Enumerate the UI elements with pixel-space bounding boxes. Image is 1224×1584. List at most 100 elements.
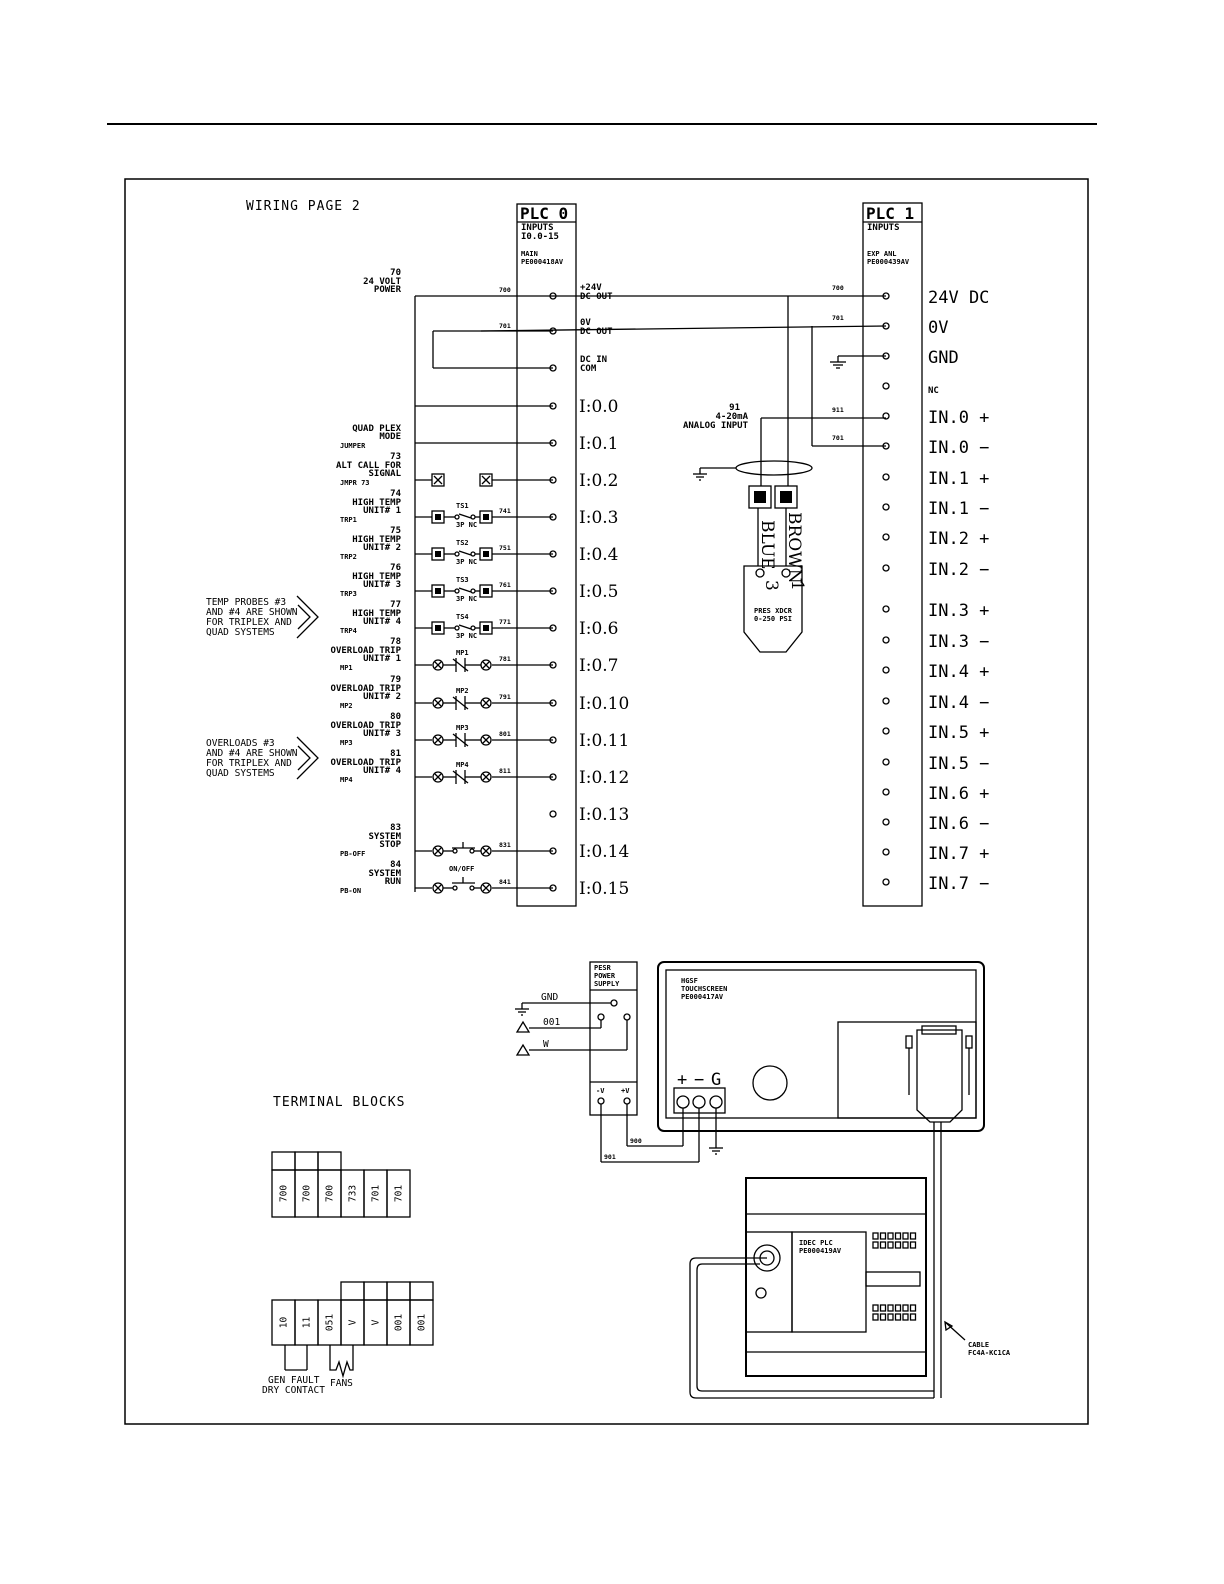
terminal-block-lower-label: 11 bbox=[302, 1317, 313, 1329]
plc1-terminal-label: GND bbox=[928, 348, 959, 368]
device-num: 74 bbox=[390, 489, 401, 499]
io-indicator bbox=[872, 1313, 879, 1321]
idec-l1: IDEC PLC bbox=[799, 1239, 833, 1247]
wire-number: 841 bbox=[499, 878, 511, 886]
terminal-block-upper bbox=[386, 1169, 411, 1218]
plc1-name: PLC 1 bbox=[866, 204, 914, 223]
plc1-terminal-label: IN.7 − bbox=[928, 874, 989, 894]
plc1-terminal-label: IN.2 − bbox=[928, 560, 989, 580]
io-indicator bbox=[879, 1241, 887, 1249]
io-indicator bbox=[894, 1304, 902, 1312]
page-title: WIRING PAGE 2 bbox=[246, 199, 361, 214]
plc1-terminal bbox=[882, 503, 890, 511]
io-indicator bbox=[887, 1241, 894, 1249]
device-label-2: UNIT# 4 bbox=[363, 617, 402, 627]
pin-3: 3 bbox=[761, 580, 781, 591]
power-supply: PESR POWER SUPPLY GND 001 W -V +V 900 90… bbox=[515, 961, 700, 1163]
wire-700-b: 700 bbox=[832, 284, 844, 292]
device-label-2: POWER bbox=[374, 285, 402, 295]
diagram-frame bbox=[124, 178, 1089, 1425]
io-indicator bbox=[879, 1313, 887, 1321]
wire-number: 771 bbox=[499, 618, 511, 626]
io-indicator bbox=[909, 1232, 917, 1240]
temp-note-4: QUAD SYSTEMS bbox=[206, 627, 275, 638]
wire-number: 831 bbox=[499, 841, 511, 849]
plc1-terminal-label: IN.0 − bbox=[928, 438, 989, 458]
terminal-block-upper-cap bbox=[317, 1151, 342, 1171]
io-indicator bbox=[894, 1241, 902, 1249]
switch-name: TS4 bbox=[456, 613, 469, 621]
idec-l2: PE000419AV bbox=[799, 1247, 842, 1255]
device-label-1: OVERLOAD TRIP bbox=[331, 721, 402, 731]
io-indicator bbox=[872, 1232, 879, 1240]
plc0-terminal-label: I:0.7 bbox=[579, 656, 618, 676]
plc1-terminal-label: IN.3 + bbox=[928, 601, 989, 621]
ps-w2: W bbox=[543, 1039, 549, 1050]
terminal-block-lower-label: 051 bbox=[325, 1314, 336, 1331]
device-tag: TRP2 bbox=[340, 553, 357, 561]
device-label-1: OVERLOAD TRIP bbox=[331, 684, 402, 694]
plc0-terminal-label2: DC OUT bbox=[580, 292, 613, 302]
device-tag: MP1 bbox=[340, 664, 353, 672]
io-indicator bbox=[894, 1313, 902, 1321]
ps-neg: -V bbox=[596, 1087, 605, 1095]
terminal-block-upper-cap bbox=[294, 1151, 319, 1171]
switch-name: TS1 bbox=[456, 502, 469, 510]
analog-l2: ANALOG INPUT bbox=[683, 421, 749, 431]
device-label-1: SYSTEM bbox=[368, 832, 401, 842]
io-indicator bbox=[872, 1304, 879, 1312]
plc0-terminal-label: 0V bbox=[580, 318, 591, 328]
device-label-2: UNIT# 4 bbox=[363, 766, 402, 776]
terminal-block-upper-label: 700 bbox=[302, 1185, 313, 1202]
terminal-block-lower-cap bbox=[340, 1281, 365, 1301]
device-tag: PB-OFF bbox=[340, 850, 365, 858]
ps-l2: POWER bbox=[594, 972, 616, 980]
io-indicator bbox=[894, 1232, 902, 1240]
ts-plus: + bbox=[677, 1070, 687, 1090]
ps-l3: SUPPLY bbox=[594, 980, 620, 988]
device-label-1: OVERLOAD TRIP bbox=[331, 758, 402, 768]
device-label-2: SIGNAL bbox=[368, 469, 401, 479]
plc1-terminal-label: IN.5 + bbox=[928, 723, 989, 743]
plc0-terminal-label: I:0.10 bbox=[579, 694, 629, 714]
overload-note: OVERLOADS #3 AND #4 ARE SHOWN FOR TRIPLE… bbox=[206, 736, 319, 780]
device-num: 77 bbox=[390, 600, 401, 610]
overload-name: MP4 bbox=[456, 761, 469, 769]
io-indicator bbox=[909, 1304, 917, 1312]
switch-spec: 3P NC bbox=[456, 521, 477, 529]
wire-701-a: 701 bbox=[499, 322, 511, 330]
io-indicator bbox=[902, 1241, 909, 1249]
ts-l1: HGSF bbox=[681, 977, 698, 985]
plc0-terminal-label: I:0.11 bbox=[579, 731, 629, 751]
terminal-block-lower-label: V bbox=[371, 1319, 382, 1325]
io-indicator bbox=[902, 1313, 909, 1321]
terminal-block-lower-cap bbox=[363, 1281, 388, 1301]
device-label-2: MODE bbox=[379, 432, 401, 442]
plc1-terminal bbox=[882, 818, 890, 826]
plc1-terminal-label: IN.4 + bbox=[928, 662, 989, 682]
plc1-terminal-label: IN.2 + bbox=[928, 529, 989, 549]
plc1-part: PE000439AV bbox=[867, 258, 910, 266]
analog-input-label: 91 4-20mA ANALOG INPUT bbox=[683, 403, 749, 431]
io-indicator bbox=[887, 1232, 894, 1240]
plc0-terminal-label: I:0.14 bbox=[579, 842, 629, 862]
plc1-terminal-label: IN.3 − bbox=[928, 632, 989, 652]
terminal-block-lower-cap bbox=[409, 1281, 434, 1301]
overload-name: MP3 bbox=[456, 724, 469, 732]
plc1-terminal bbox=[882, 878, 890, 886]
plc0-terminal-label: I:0.2 bbox=[579, 471, 618, 491]
pushbutton-name: ON/OFF bbox=[449, 865, 474, 873]
switch-spec: 3P NC bbox=[456, 632, 477, 640]
device-tag: TRP4 bbox=[340, 627, 357, 635]
plc0-name: PLC 0 bbox=[520, 204, 568, 223]
temp-note-3: FOR TRIPLEX AND bbox=[206, 617, 292, 628]
plc0-terminal bbox=[549, 810, 557, 818]
device-num: 75 bbox=[390, 526, 401, 536]
device-num: 79 bbox=[390, 675, 401, 685]
device-label-1: SYSTEM bbox=[368, 869, 401, 879]
